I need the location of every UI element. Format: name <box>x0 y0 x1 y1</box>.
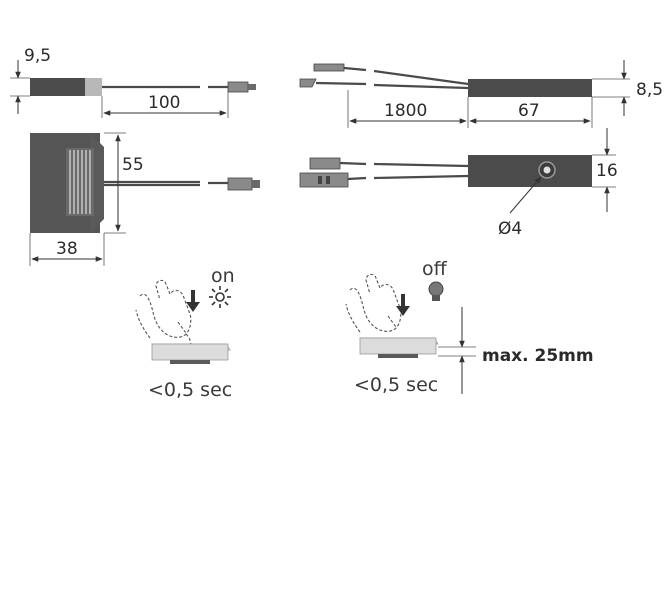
top-right-view: 8,5 1800 67 <box>299 60 663 128</box>
finger-icon <box>135 279 192 347</box>
sensor-body <box>30 78 85 96</box>
connector-top <box>313 63 345 72</box>
left-top-view: 55 38 <box>29 132 260 266</box>
dim-hole-diameter: Ø4 <box>498 219 522 239</box>
switch-body-side <box>468 79 592 97</box>
off-time-label: <0,5 sec <box>354 374 438 396</box>
sensor-cap <box>85 78 102 96</box>
operation-on: on <0,5 sec <box>135 265 235 401</box>
dim-width-38: 38 <box>56 239 78 259</box>
max-distance-label: max. 25mm <box>482 346 594 366</box>
off-label: off <box>422 258 448 280</box>
dim-length-67: 67 <box>518 101 540 121</box>
sensor-grille <box>66 148 94 216</box>
finger-icon <box>345 273 402 333</box>
sun-icon <box>209 286 231 308</box>
on-label: on <box>211 265 235 287</box>
connector-plug-2 <box>227 177 253 191</box>
right-top-view: 16 Ø4 <box>299 128 618 239</box>
switch-pad-on <box>151 343 231 364</box>
dim-height-8-5: 8,5 <box>636 80 663 100</box>
operation-off: off max. 25mm <0,5 sec <box>345 258 594 396</box>
down-arrow-icon <box>396 294 410 316</box>
dim-cable-100: 100 <box>148 93 180 113</box>
top-left-view: 9,5 100 <box>10 46 256 118</box>
switch-body-top <box>468 155 592 187</box>
connector-female <box>309 157 341 170</box>
dim-height-55: 55 <box>122 155 144 175</box>
down-arrow-icon <box>186 290 200 312</box>
dim-width-16: 16 <box>596 161 618 181</box>
switch-pad-off <box>359 337 439 358</box>
connector-male <box>299 172 349 188</box>
dim-cable-1800: 1800 <box>384 101 427 121</box>
bulb-icon <box>428 281 444 301</box>
connector-plug <box>227 81 249 93</box>
on-time-label: <0,5 sec <box>148 379 232 401</box>
dim-height-9-5: 9,5 <box>24 46 51 66</box>
